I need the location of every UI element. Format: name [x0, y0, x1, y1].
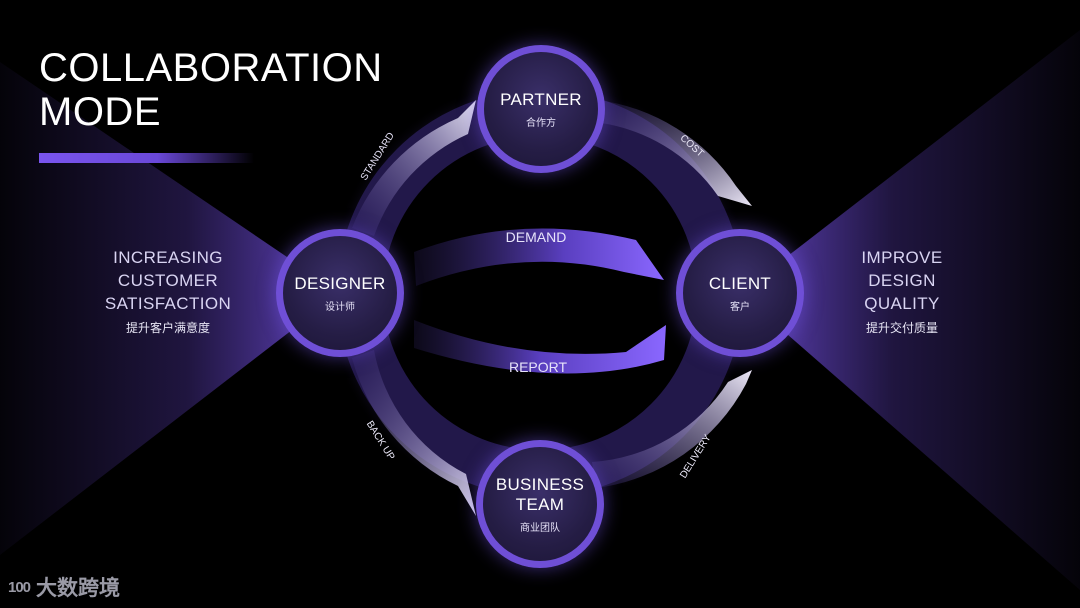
left-caption: INCREASING CUSTOMER SATISFACTION 提升客户满意度	[98, 246, 238, 336]
report-arrow	[414, 320, 666, 374]
left-caption-line-1: INCREASING	[113, 248, 223, 267]
node-business-cn: 商业团队	[520, 522, 560, 534]
left-caption-cn: 提升客户满意度	[125, 321, 210, 335]
title-line-2: MODE	[39, 90, 161, 134]
right-caption: IMPROVE DESIGN QUALITY 提升交付质量	[842, 246, 962, 336]
demand-arrow	[414, 228, 664, 286]
arc-arrow-standard	[352, 100, 476, 236]
node-client-label: CLIENT	[708, 273, 772, 293]
ring-inner-edge	[384, 137, 696, 449]
node-designer-label: DESIGNER	[294, 273, 386, 293]
right-caption-cn: 提升交付质量	[865, 321, 938, 335]
node-designer: DESIGNER 设计师	[276, 229, 404, 357]
node-designer-cn: 设计师	[325, 301, 355, 313]
brand-logo: 100 大数跨境	[8, 572, 120, 602]
title-line-1: COLLABORATION	[39, 46, 383, 90]
left-light-cone	[0, 62, 340, 555]
node-partner-label: PARTNER	[500, 89, 582, 109]
brand-logo-text: 大数跨境	[36, 577, 121, 600]
node-partner: PARTNER 合作方	[477, 45, 605, 173]
arc-arrow-cost	[594, 100, 752, 206]
label-report: REPORT	[509, 359, 568, 375]
left-caption-line-3: SATISFACTION	[104, 294, 232, 313]
brand-logo-mark: 100	[8, 578, 31, 596]
node-client: CLIENT 客户	[676, 229, 804, 357]
node-client-cn: 客户	[730, 301, 750, 313]
arc-arrow-back-up	[352, 350, 476, 516]
title-accent-bar	[39, 153, 254, 163]
node-business-label-2: TEAM	[515, 494, 565, 514]
left-caption-line-2: CUSTOMER	[117, 271, 219, 290]
node-business-team: BUSINESS TEAM 商业团队	[476, 440, 604, 568]
right-caption-line-2: DESIGN	[868, 271, 936, 290]
node-business-label-1: BUSINESS	[495, 474, 585, 494]
right-caption-line-1: IMPROVE	[861, 248, 943, 267]
page-title: COLLABORATION MODE	[39, 46, 383, 134]
label-demand: DEMAND	[506, 229, 567, 245]
arc-arrow-delivery	[592, 370, 752, 488]
right-caption-line-3: QUALITY	[864, 294, 940, 313]
right-light-cone	[740, 30, 1080, 590]
node-partner-cn: 合作方	[526, 117, 556, 129]
